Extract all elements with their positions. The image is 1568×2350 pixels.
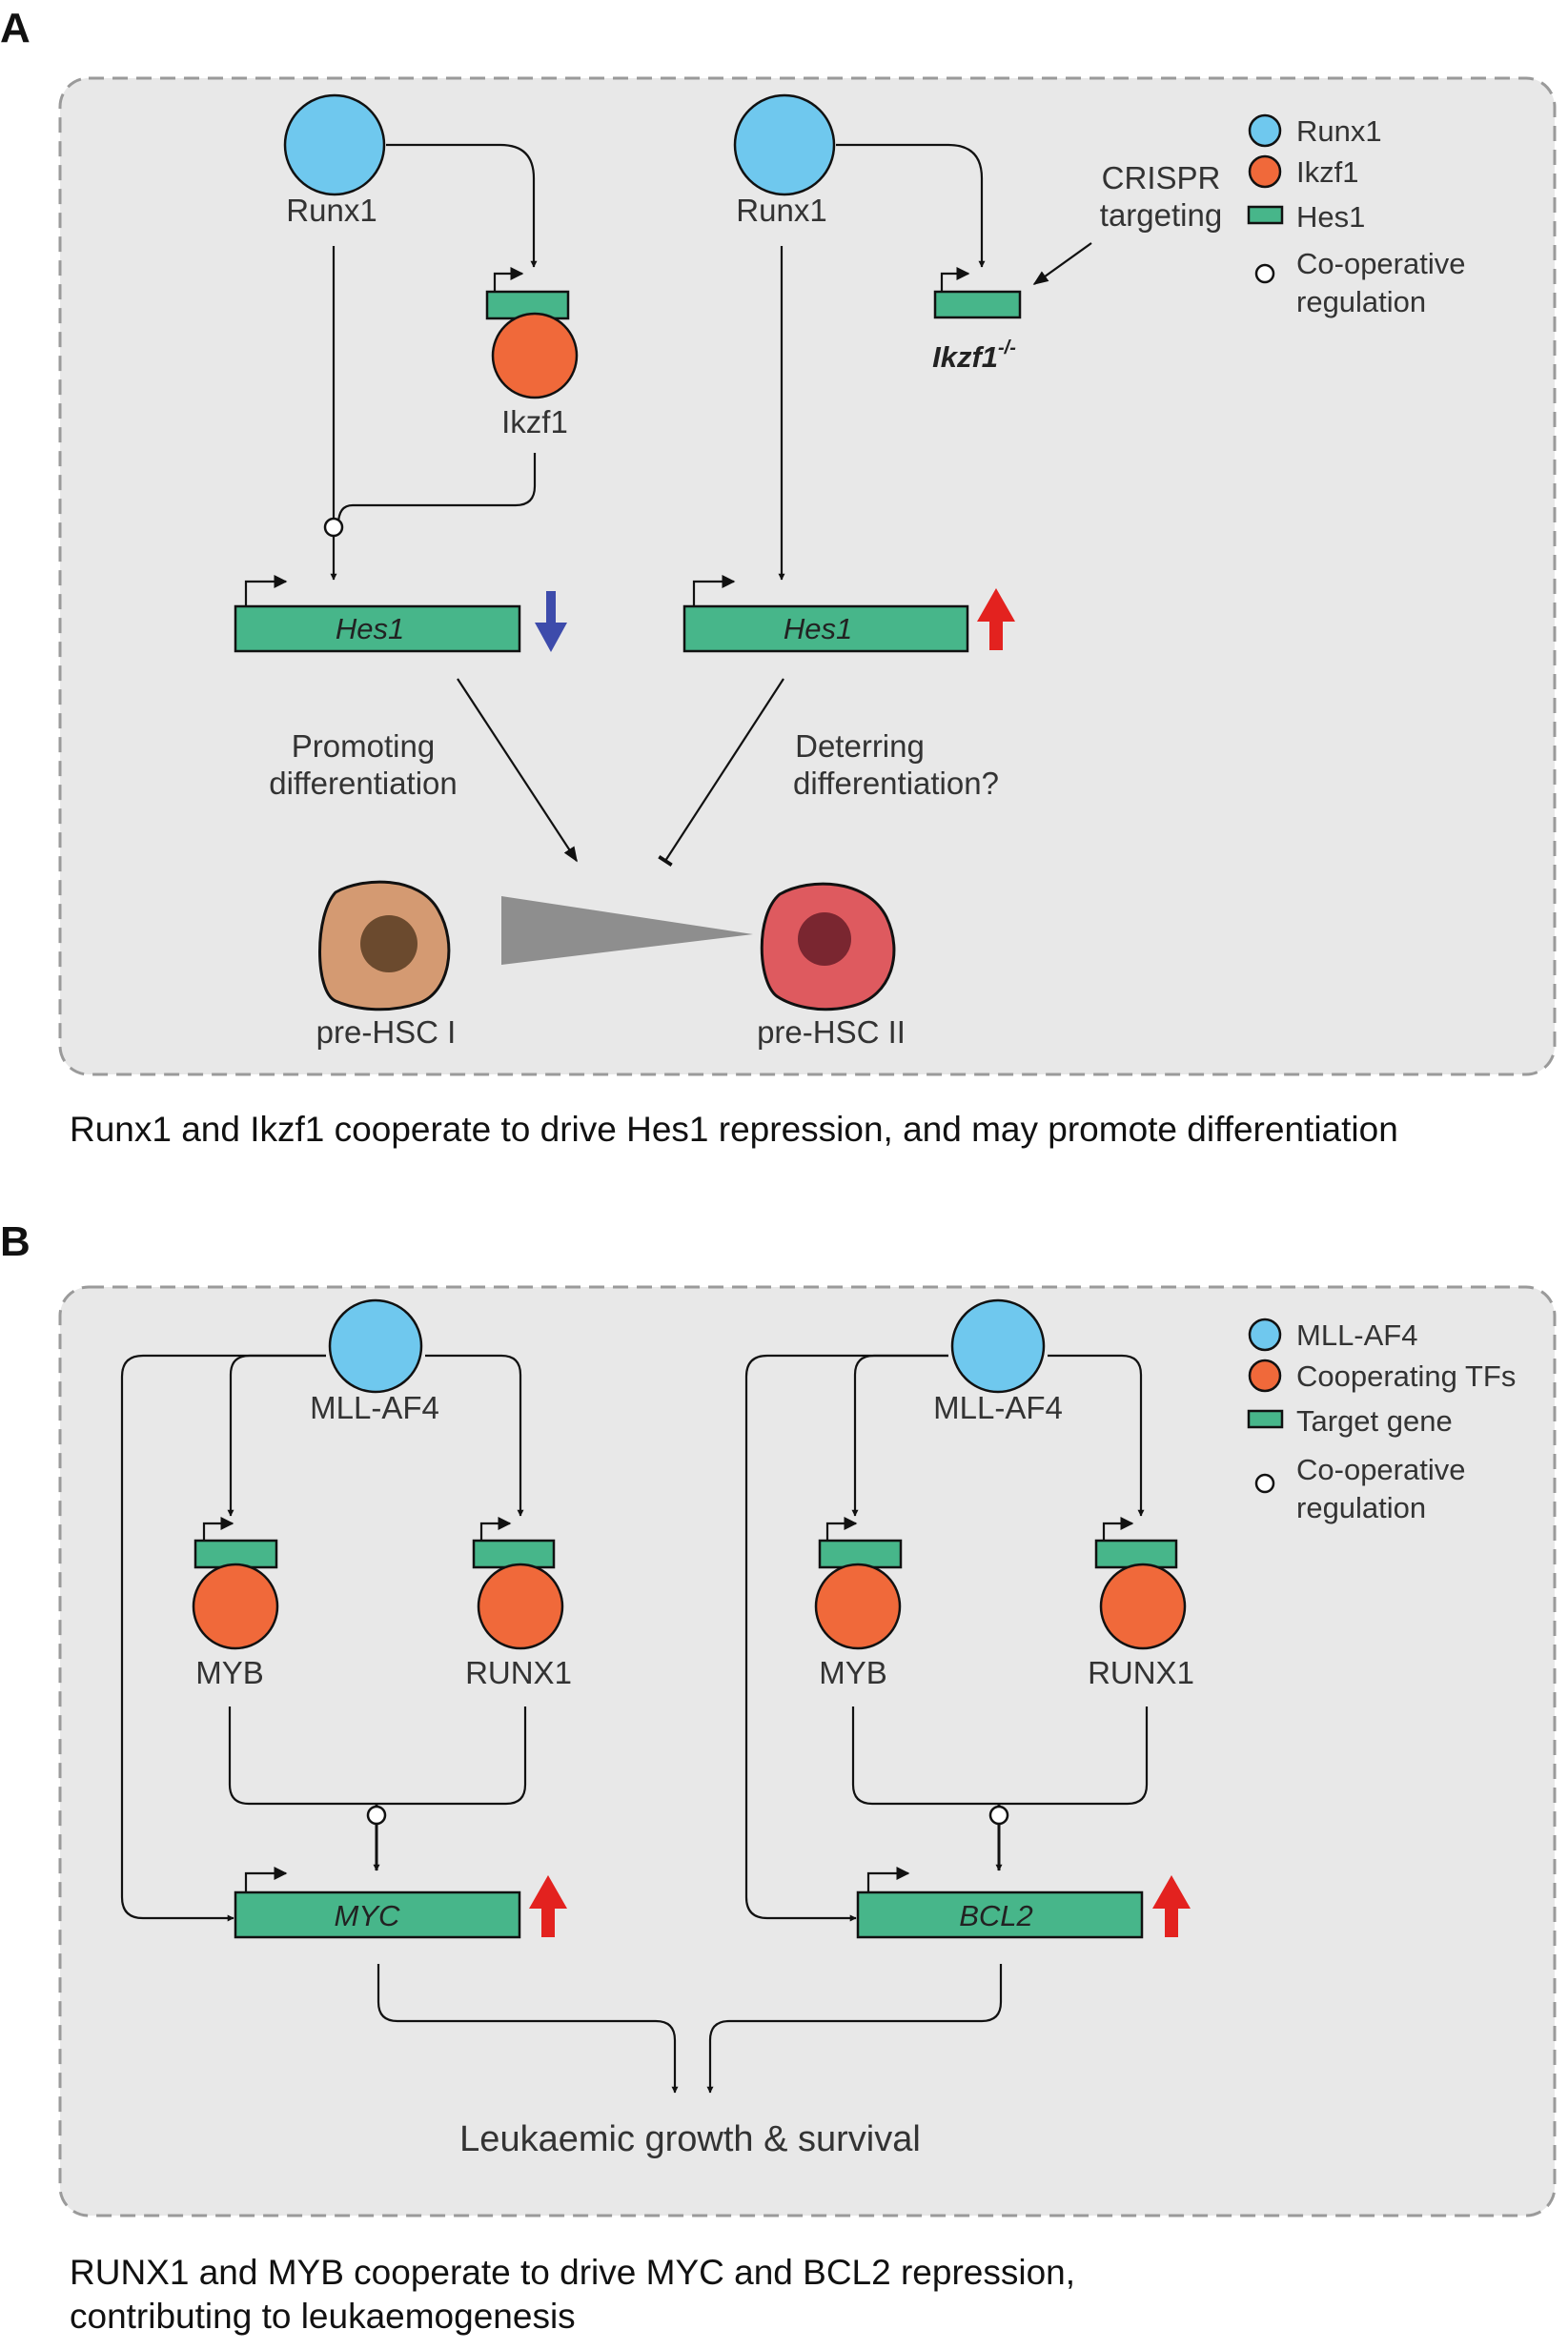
coop-node-b-right bbox=[988, 1805, 1009, 1826]
runx1-circle-left bbox=[477, 1563, 564, 1650]
deterring-line1: Deterring bbox=[795, 728, 925, 764]
hes1-gene-right bbox=[682, 604, 969, 653]
caption-a: Runx1 and Ikzf1 cooperate to drive Hes1 … bbox=[70, 1110, 1398, 1149]
promoter-hes1-left bbox=[244, 575, 288, 608]
deterring-line2: differentiation? bbox=[793, 766, 999, 801]
crispr-label-line1: CRISPR bbox=[1102, 160, 1221, 195]
legend-b-mllaf4: MLL-AF4 bbox=[1296, 1318, 1417, 1352]
runx1-gene-left bbox=[472, 1539, 556, 1569]
legend-b-mllaf4-icon bbox=[1248, 1318, 1282, 1352]
myc-label: MYC bbox=[335, 1899, 401, 1932]
up-arrow-icon-a bbox=[977, 588, 1015, 650]
hes1-gene-left bbox=[234, 604, 521, 653]
legend-b-target: Target gene bbox=[1296, 1404, 1453, 1438]
promoter-bcl2 bbox=[866, 1867, 910, 1897]
runx1-label-b-right: RUNX1 bbox=[1088, 1655, 1194, 1690]
arrow-promoting bbox=[457, 678, 578, 863]
promoter-ikzf1 bbox=[493, 267, 524, 292]
legend-a-coop-line2: regulation bbox=[1296, 285, 1426, 318]
legend-b-coop-line1: Co-operative bbox=[1296, 1453, 1465, 1486]
panel-b-box bbox=[58, 1285, 1557, 2217]
inhibit-deterring bbox=[658, 678, 784, 867]
runx1-circle-right bbox=[1099, 1563, 1187, 1650]
arrow-runx1-to-ikzf1 bbox=[386, 143, 538, 268]
crispr-label-line2: targeting bbox=[1100, 197, 1222, 233]
cell-nucleus-1 bbox=[360, 915, 417, 972]
ikzf1-circle bbox=[491, 312, 579, 399]
up-arrow-icon-bcl2 bbox=[1152, 1875, 1191, 1937]
myc-gene bbox=[234, 1890, 521, 1939]
mllaf4-label-left: MLL-AF4 bbox=[310, 1390, 439, 1425]
mllaf4-circle-right bbox=[950, 1298, 1046, 1394]
runx1-label-left: Runx1 bbox=[286, 193, 377, 228]
mllaf4-circle-left bbox=[328, 1298, 423, 1394]
promoter-myb-left bbox=[202, 1517, 234, 1541]
cell-nucleus-2 bbox=[798, 912, 851, 966]
up-arrow-icon-myc bbox=[529, 1875, 567, 1937]
myb-label-right: MYB bbox=[819, 1655, 887, 1690]
runx1-circle-left bbox=[283, 93, 386, 196]
runx1-gene-right bbox=[1094, 1539, 1178, 1569]
panel-a-box bbox=[58, 76, 1557, 1076]
legend-a-ikzf1-icon bbox=[1248, 154, 1282, 189]
promoting-line1: Promoting bbox=[292, 728, 435, 764]
down-arrow-icon bbox=[535, 591, 567, 652]
legend-b-coop-tfs-icon bbox=[1248, 1359, 1282, 1393]
hes1-label-right: Hes1 bbox=[784, 612, 852, 645]
legend-a-hes1-icon bbox=[1247, 205, 1284, 225]
legend-a-coop-icon bbox=[1254, 263, 1275, 284]
runx1-label-right: Runx1 bbox=[736, 193, 826, 228]
myb-label-left: MYB bbox=[195, 1655, 264, 1690]
hes1-label-left: Hes1 bbox=[336, 612, 404, 645]
promoter-hes1-right bbox=[692, 575, 736, 608]
legend-a-coop-line1: Co-operative bbox=[1296, 247, 1465, 280]
caption-b-line1: RUNX1 and MYB cooperate to drive MYC and… bbox=[70, 2253, 1075, 2292]
arrow-mllaf4-to-myb-right bbox=[851, 1354, 948, 1517]
coop-node-b-left bbox=[366, 1805, 387, 1826]
arrow-mllaf4-to-runx1-left bbox=[425, 1354, 524, 1517]
arrow-mllaf4-to-bcl2 bbox=[744, 1354, 948, 1922]
runx1-label-b-left: RUNX1 bbox=[465, 1655, 572, 1690]
cell-label-left: pre-HSC I bbox=[316, 1014, 457, 1050]
promoter-runx1-right bbox=[1102, 1517, 1134, 1541]
myb-gene-right bbox=[818, 1539, 903, 1569]
outcome-label: Leukaemic growth & survival bbox=[459, 2119, 921, 2159]
ikzf1-ko-label: Ikzf1-/- bbox=[932, 337, 1016, 374]
promoter-myb-right bbox=[825, 1517, 858, 1541]
legend-b-coop-line2: regulation bbox=[1296, 1491, 1426, 1524]
panel-a-letter: A bbox=[0, 5, 31, 51]
panel-b-letter: B bbox=[0, 1218, 31, 1265]
transition-arrow bbox=[501, 896, 753, 965]
arrow-bcl2-to-outcome bbox=[706, 1964, 1003, 2094]
ikzf1-ko-gene bbox=[933, 290, 1022, 319]
promoter-myc bbox=[244, 1867, 288, 1897]
arrow-runx1-to-ikzf1-ko bbox=[836, 143, 986, 268]
bcl2-gene bbox=[856, 1890, 1144, 1939]
caption-b-line2: contributing to leukaemogenesis bbox=[70, 2297, 576, 2336]
arrow-mllaf4-to-myb-left bbox=[227, 1354, 326, 1517]
legend-b-coop-tfs: Cooperating TFs bbox=[1296, 1359, 1516, 1393]
legend-a-ikzf1: Ikzf1 bbox=[1296, 155, 1358, 189]
arrow-mllaf4-to-myc bbox=[120, 1354, 326, 1922]
promoter-ikzf1-ko bbox=[940, 267, 970, 292]
legend-a-runx1: Runx1 bbox=[1296, 114, 1382, 148]
myb-circle-right bbox=[814, 1563, 902, 1650]
legend-b-target-icon bbox=[1247, 1409, 1284, 1429]
arrow-mllaf4-to-runx1-right bbox=[1048, 1354, 1145, 1517]
runx1-circle-right bbox=[733, 93, 836, 196]
mllaf4-label-right: MLL-AF4 bbox=[933, 1390, 1063, 1425]
promoter-runx1-left bbox=[479, 1517, 512, 1541]
line-ikzf1-join bbox=[336, 453, 537, 525]
bcl2-label: BCL2 bbox=[959, 1899, 1033, 1932]
legend-a-runx1-icon bbox=[1248, 113, 1282, 148]
arrow-crispr bbox=[1032, 242, 1092, 285]
arrow-myc-to-outcome bbox=[377, 1964, 679, 2094]
promoting-line2: differentiation bbox=[269, 766, 458, 801]
ikzf1-label: Ikzf1 bbox=[501, 404, 568, 439]
myb-circle-left bbox=[192, 1563, 279, 1650]
legend-b-coop-icon bbox=[1254, 1473, 1275, 1494]
cell-label-right: pre-HSC II bbox=[757, 1014, 906, 1050]
coop-node-a bbox=[323, 517, 344, 538]
legend-a-hes1: Hes1 bbox=[1296, 200, 1365, 234]
